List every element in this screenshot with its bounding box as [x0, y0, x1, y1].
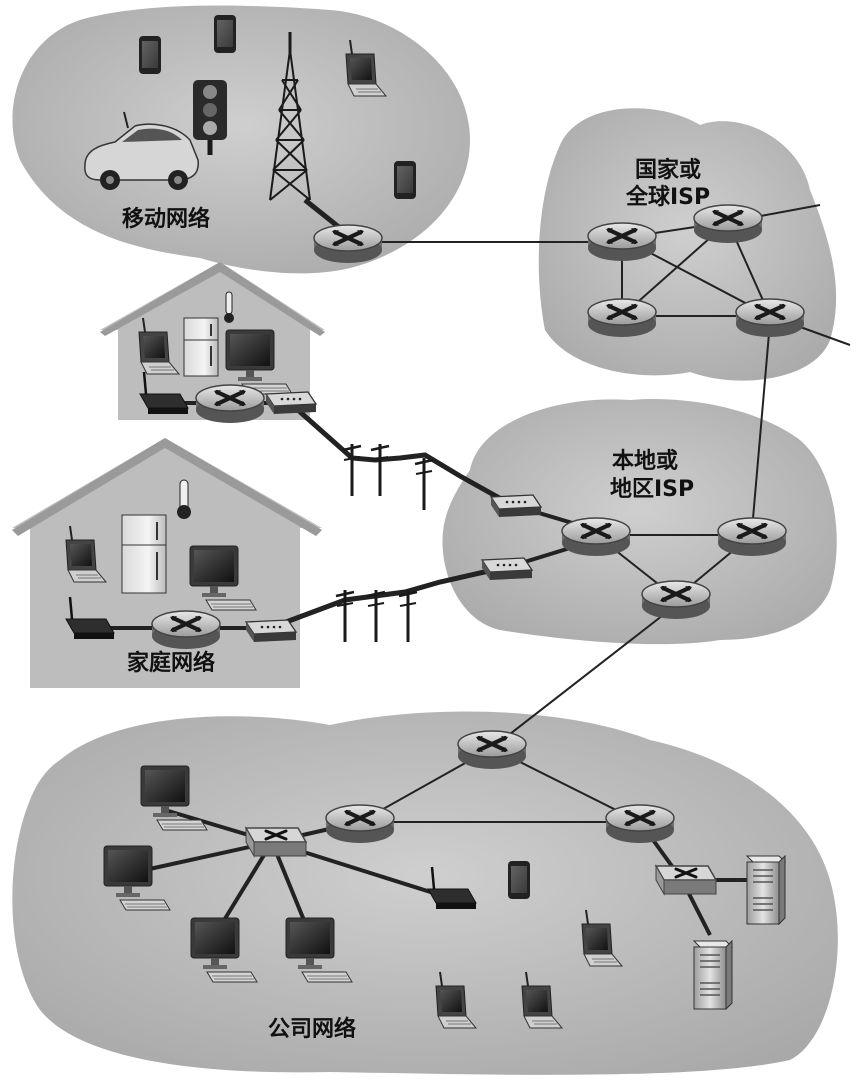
- national-isp-router: [586, 297, 658, 339]
- refrigerator-icon: [183, 317, 219, 377]
- smartphone-icon: [139, 36, 161, 74]
- car-icon: [84, 111, 199, 190]
- mobile-network-cloud: [12, 5, 470, 274]
- thermometer-icon: [177, 479, 191, 519]
- smartphone-icon: [214, 15, 236, 53]
- mobile-edge-router: [312, 223, 384, 265]
- cable-modem-icon: [245, 619, 297, 643]
- traffic-light-icon: [193, 80, 227, 155]
- server-icon: [746, 855, 786, 925]
- thermometer-icon: [224, 291, 234, 323]
- tablet-icon: [508, 861, 530, 899]
- home-router: [150, 609, 222, 651]
- cable-headend-modem-icon: [481, 557, 533, 581]
- smartphone-icon: [394, 161, 416, 199]
- regional-isp-label-line2: 地区ISP: [610, 477, 694, 502]
- utility-pole-icon: [369, 442, 391, 498]
- national-isp-cloud: [538, 108, 837, 381]
- regional-isp-label-line1: 本地或: [612, 448, 678, 474]
- refrigerator-icon: [121, 514, 167, 594]
- server-icon: [693, 940, 733, 1010]
- lower-home-cable: [269, 565, 503, 631]
- regional-isp-cloud: [442, 399, 837, 645]
- national-isp-router: [692, 203, 764, 245]
- utility-pole-icon: [397, 588, 419, 644]
- regional-isp-router: [716, 516, 788, 558]
- national-isp-label-line2: 全球ISP: [625, 184, 710, 210]
- regional-isp-router: [640, 579, 712, 621]
- enterprise-network-label: 公司网络: [268, 1016, 356, 1042]
- regional-isp-router: [560, 516, 632, 558]
- home-network-label: 家庭网络: [127, 650, 215, 676]
- enterprise-network-cloud: [12, 711, 838, 1075]
- mobile-network-label: 移动网络: [122, 206, 210, 232]
- cable-modem-icon: [265, 391, 317, 415]
- utility-pole-icon: [413, 456, 435, 512]
- ethernet-switch-icon: [654, 864, 718, 896]
- enterprise-router: [324, 803, 396, 845]
- national-isp-label-line1: 国家或: [635, 157, 701, 183]
- enterprise-router: [604, 803, 676, 845]
- cable-headend-modem-icon: [490, 494, 542, 518]
- national-isp-router: [586, 221, 658, 263]
- ethernet-switch-icon: [244, 826, 308, 858]
- national-isp-router: [734, 297, 806, 339]
- cell-tower-icon: [269, 32, 311, 201]
- home-router: [194, 383, 266, 425]
- enterprise-router: [456, 729, 528, 771]
